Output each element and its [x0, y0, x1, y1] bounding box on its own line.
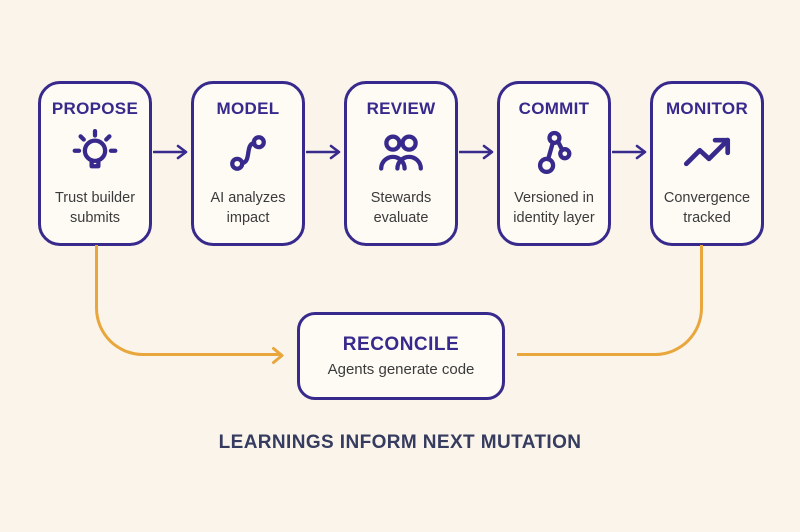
- arrow-propose-to-model-icon: [152, 144, 191, 160]
- step-box-commit: COMMIT Versioned in identity layer: [497, 81, 611, 246]
- step-title-monitor: MONITOR: [665, 99, 749, 118]
- users-icon: [374, 124, 428, 182]
- lightbulb-icon: [68, 124, 122, 182]
- footer-heading: LEARNINGS INFORM NEXT MUTATION: [218, 432, 582, 453]
- reconcile-title: RECONCILE: [342, 334, 460, 355]
- step-title-review: REVIEW: [366, 99, 436, 118]
- step-title-commit: COMMIT: [518, 99, 590, 118]
- step-box-propose: PROPOSE Trust builder submits: [38, 81, 152, 246]
- connector-propose-to-reconcile: [95, 245, 281, 356]
- step-title-model: MODEL: [216, 99, 280, 118]
- step-box-review: REVIEW Stewards evaluate: [344, 81, 458, 246]
- step-box-monitor: MONITOR Convergence tracked: [650, 81, 764, 246]
- route-icon: [221, 124, 275, 182]
- step-title-propose: PROPOSE: [51, 99, 139, 118]
- step-subtitle-monitor: Convergence tracked: [663, 190, 751, 226]
- step-subtitle-commit: Versioned in identity layer: [513, 190, 595, 226]
- step-box-model: MODEL AI analyzes impact: [191, 81, 305, 246]
- step-subtitle-review: Stewards evaluate: [370, 190, 432, 226]
- arrow-model-to-review-icon: [305, 144, 344, 160]
- step-subtitle-propose: Trust builder submits: [54, 190, 136, 226]
- reconcile-box: RECONCILE Agents generate code: [297, 312, 505, 400]
- trending-up-icon: [680, 124, 734, 182]
- amber-arrowhead-icon: [271, 346, 285, 370]
- reconcile-subtitle: Agents generate code: [327, 361, 475, 378]
- arrow-commit-to-monitor-icon: [611, 144, 650, 160]
- connector-monitor-to-reconcile: [517, 245, 703, 356]
- arrow-review-to-commit-icon: [458, 144, 497, 160]
- step-subtitle-model: AI analyzes impact: [210, 190, 286, 226]
- git-branch-icon: [527, 124, 581, 182]
